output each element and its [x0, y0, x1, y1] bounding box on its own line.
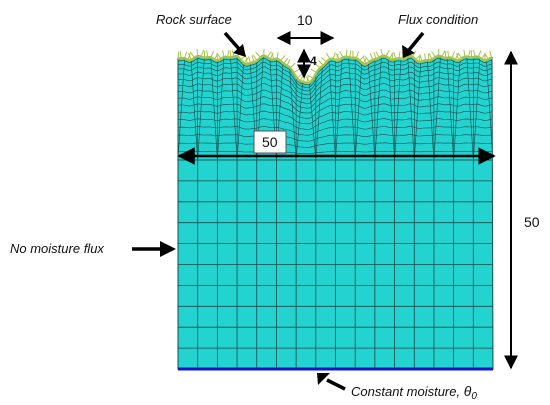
rock-surface-line [178, 54, 493, 85]
theta-symbol: θ [464, 383, 472, 399]
theta-subscript: 0 [471, 391, 477, 402]
flux-hair [276, 51, 279, 59]
surface-flux-markers [177, 48, 493, 85]
pit-depth-label: 4 [310, 54, 317, 68]
no-moisture-flux-label: No moisture flux [10, 241, 104, 256]
rock-surface-label: Rock surface [156, 12, 232, 27]
rock-surface-pointer [223, 31, 246, 57]
domain-width-label: 50 [262, 134, 278, 150]
pit-width-label: 10 [297, 12, 313, 28]
no-moisture-flux-pointer [132, 241, 176, 257]
coarse-mesh [178, 159, 493, 369]
domain-width-label-box [253, 130, 287, 154]
flux-condition-label: Flux condition [398, 12, 478, 27]
flux-condition-pointer [402, 31, 425, 58]
flux-hair [210, 50, 214, 58]
domain-height-label: 50 [524, 214, 540, 230]
constant-moisture-label: Constant moisture, θ0 [351, 383, 477, 402]
flux-hair [463, 49, 466, 57]
constant-moisture-pointer [317, 373, 346, 391]
flux-hair [473, 49, 476, 57]
flux-hair [411, 50, 417, 57]
constant-moisture-text: Constant moisture, [351, 384, 464, 399]
